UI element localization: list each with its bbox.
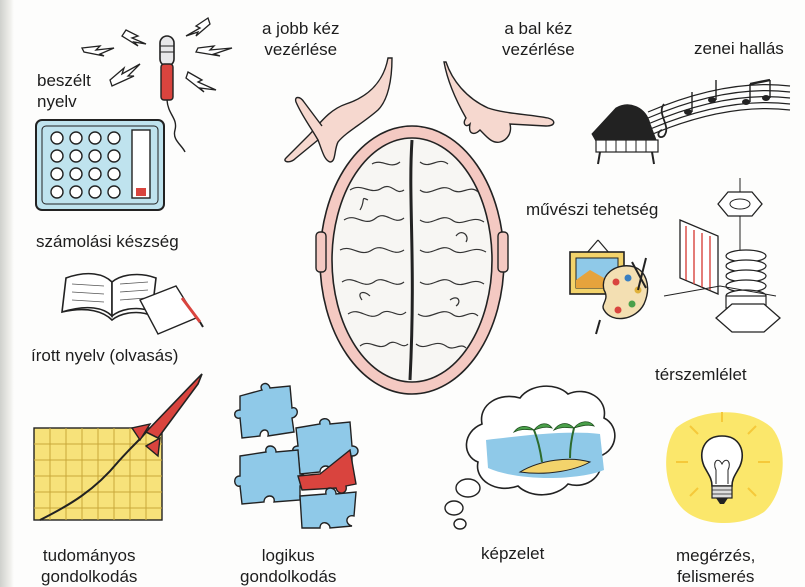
rocket-chart-icon [33, 373, 203, 521]
label-left-hand-line1: a bal kéz [504, 19, 573, 38]
label-left-hand: a bal kéz vezérlése [502, 18, 575, 60]
label-scientific-thinking-line1: tudományos [42, 546, 136, 565]
label-spoken-language: beszélt nyelv [37, 70, 91, 112]
label-insight: megérzés, felismerés [676, 545, 755, 587]
label-imagination: képzelet [481, 544, 545, 563]
page-edge [0, 0, 14, 587]
label-spatial-perception: térszemlélet [655, 365, 747, 384]
label-spoken-language-line1: beszélt [37, 71, 91, 90]
label-scientific-thinking-line2: gondolkodás [41, 567, 138, 586]
label-left-hand-line2: vezérlése [502, 40, 575, 59]
label-musical-hearing: zenei hallás [694, 39, 784, 58]
label-right-hand-line2: vezérlése [264, 40, 338, 59]
label-scientific-thinking: tudományos gondolkodás [41, 545, 137, 587]
label-insight-line2: felismerés [676, 567, 755, 586]
piano-icon [591, 78, 791, 165]
microphone-icon [81, 16, 233, 153]
lightbulb-icon [666, 412, 783, 524]
label-spoken-language-line2: nyelv [37, 92, 77, 111]
label-right-hand: a jobb kéz vezérlése [262, 18, 340, 60]
brain-icon [315, 125, 509, 395]
bolt-icon [663, 178, 781, 333]
label-logical-thinking-line2: gondolkodás [240, 567, 337, 586]
label-written-language: írott nyelv (olvasás) [31, 346, 179, 365]
hand-icon [443, 61, 555, 144]
thought-bubble-icon [444, 385, 616, 530]
label-numerical-skill: számolási készség [36, 232, 179, 251]
label-insight-line1: megérzés, [676, 546, 756, 565]
hand-icon [284, 57, 393, 163]
label-logical-thinking: logikus gondolkodás [240, 545, 336, 587]
book-icon [61, 272, 204, 335]
calculator-icon [35, 119, 165, 211]
label-right-hand-line1: a jobb kéz [262, 19, 340, 38]
label-logical-thinking-line1: logikus [261, 546, 315, 565]
puzzle-icon [234, 382, 359, 529]
palette-icon [569, 239, 649, 335]
label-artistic-talent: művészi tehetség [526, 200, 659, 219]
